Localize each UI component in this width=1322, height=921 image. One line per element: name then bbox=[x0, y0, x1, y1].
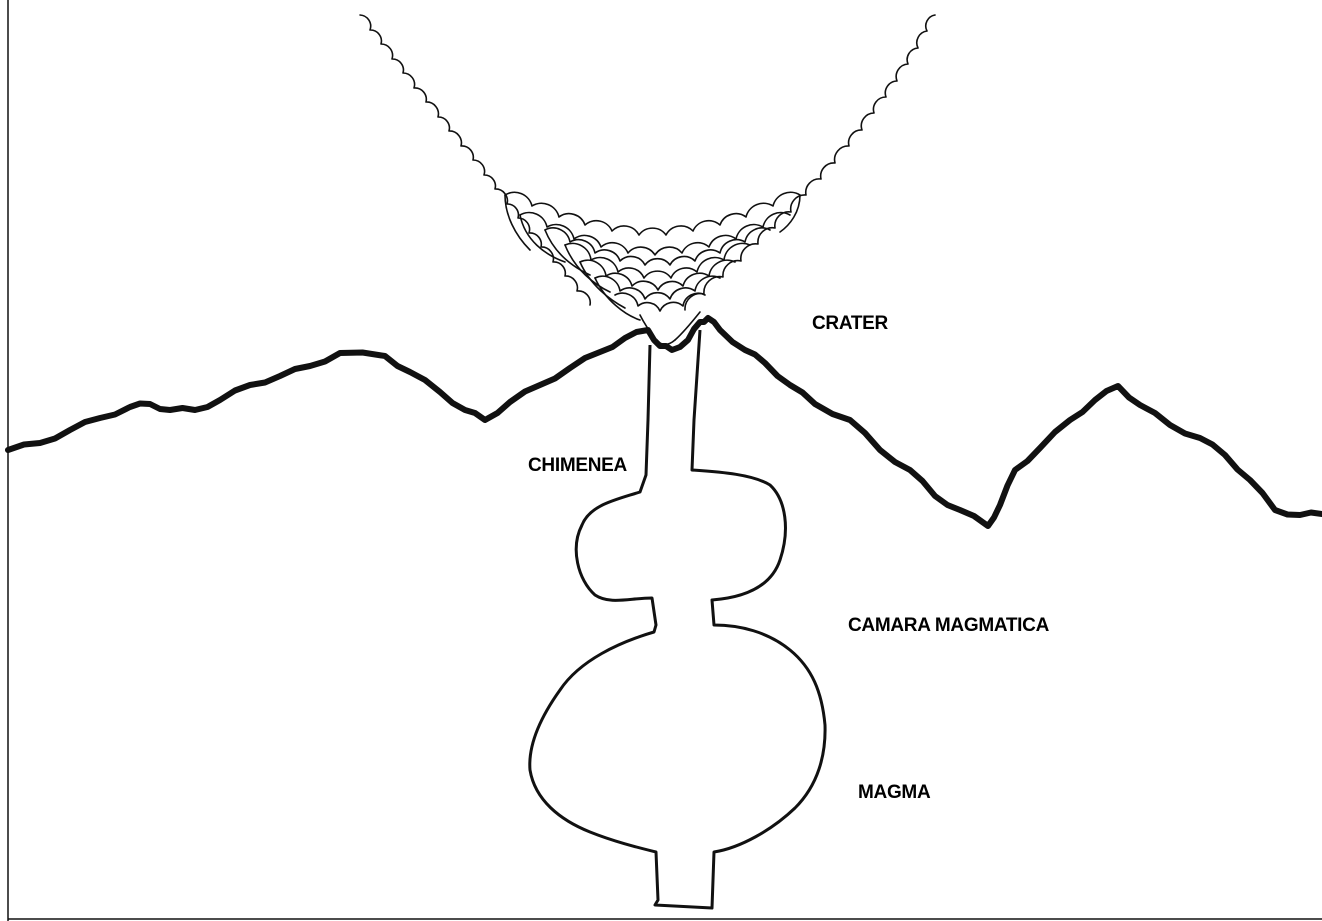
crater-label: CRATER bbox=[812, 314, 888, 333]
cloud-outline bbox=[685, 15, 935, 310]
magma-label: MAGMA bbox=[858, 783, 930, 802]
cloud-outline bbox=[545, 228, 770, 265]
cloud-outline bbox=[360, 15, 590, 305]
frame bbox=[8, 0, 1322, 921]
chimney-label: CHIMENEA bbox=[528, 456, 627, 475]
magma-chamber-label: CAMARA MAGMATICA bbox=[848, 616, 1049, 635]
magma-conduit bbox=[530, 330, 825, 908]
cloud-outline bbox=[580, 260, 735, 290]
eruption-cloud bbox=[360, 15, 935, 345]
ground-surface bbox=[8, 318, 1322, 526]
